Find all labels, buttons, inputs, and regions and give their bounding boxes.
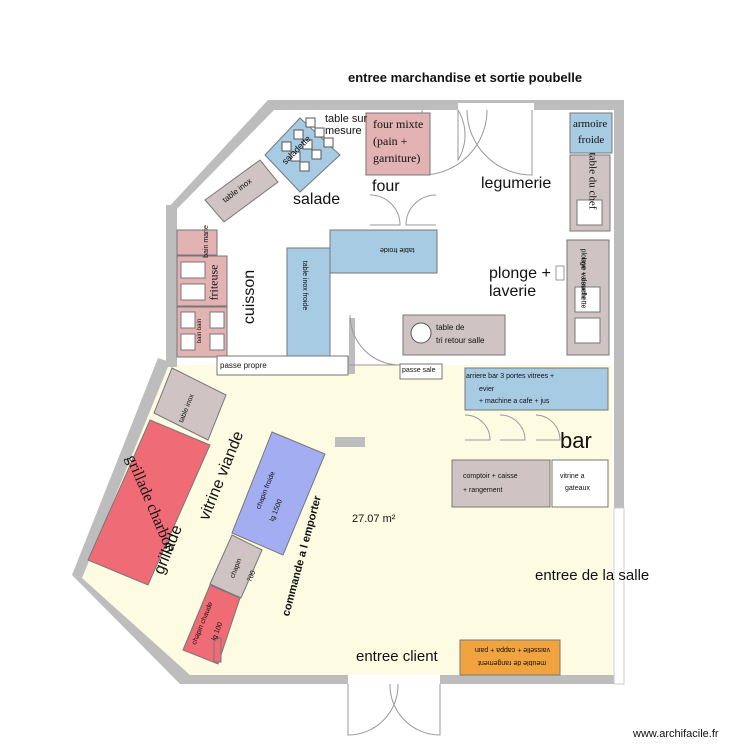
four-mixte bbox=[365, 112, 431, 176]
room-salade: salade bbox=[293, 191, 341, 208]
comptoir bbox=[451, 459, 551, 508]
label-vitrine-gateaux-2: gateaux bbox=[565, 485, 590, 492]
room-laverie: laverie bbox=[489, 283, 537, 300]
label-four-mixte-3: garniture) bbox=[373, 151, 421, 165]
area-label: 27.07 m² bbox=[352, 513, 396, 525]
room-legumerie: legumerie bbox=[481, 175, 552, 192]
label-meuble-2: vaisselle + cappa + pain bbox=[475, 646, 551, 653]
label-arriere-bar-1: arriere bar 3 portes vitrees + bbox=[466, 373, 555, 380]
chapin-froide bbox=[231, 431, 326, 556]
plan-title: entree marchandise et sortie poubelle bbox=[348, 70, 583, 85]
passe-propre bbox=[216, 355, 349, 376]
label-bain-bain: bain bain bbox=[197, 318, 204, 344]
label-table-froide: table froide bbox=[380, 246, 415, 253]
furniture bbox=[87, 112, 613, 676]
armoire-froide bbox=[569, 112, 613, 154]
room-bar: bar bbox=[560, 428, 592, 453]
label-four-mixte-2: (pain + bbox=[373, 134, 408, 148]
bain-marie bbox=[176, 229, 218, 256]
label-arriere-bar-3: + machine a cafe + jus bbox=[479, 398, 550, 405]
watermark: www.archifacile.fr bbox=[633, 728, 719, 740]
label-friteuse: friteuse bbox=[206, 264, 221, 301]
label-passe-propre: passe propre bbox=[220, 361, 267, 370]
table-inox-froide bbox=[286, 247, 331, 357]
room-four: four bbox=[372, 178, 400, 195]
label-table-sur-mesure: table sur mesure bbox=[325, 113, 368, 137]
label-table-inox-froide: table inox froide bbox=[301, 260, 309, 311]
label-armoire-2: froide bbox=[578, 134, 605, 146]
chapin-700 bbox=[209, 534, 263, 599]
meuble-rangement bbox=[459, 639, 561, 676]
passe-sale bbox=[399, 363, 443, 380]
label-plonge-box-2: lave vaisselle bbox=[579, 257, 587, 300]
label-passe-sale: passe sale bbox=[402, 367, 436, 374]
label-bain-marie: bain marie bbox=[202, 225, 210, 258]
label-comptoir-1: comptoir + caisse bbox=[463, 473, 518, 480]
label-table-chef: table du chef bbox=[586, 152, 599, 210]
room-entree-salle: entree de la salle bbox=[535, 567, 650, 584]
label-vitrine-gateaux-1: vitrine a bbox=[560, 473, 585, 480]
walls bbox=[72, 100, 625, 685]
label-tri-2: tri retour salle bbox=[436, 336, 485, 345]
arriere-bar bbox=[464, 367, 609, 411]
saladette bbox=[264, 117, 341, 193]
label-four-mixte-1: four mixte bbox=[373, 117, 424, 131]
room-entree-client: entree client bbox=[356, 648, 438, 665]
grillade-charbon bbox=[87, 419, 211, 586]
chapin-chaude bbox=[182, 584, 241, 665]
table-inox-2 bbox=[153, 367, 227, 441]
label-arriere-bar-2: evier bbox=[479, 386, 495, 393]
label-comptoir-2: + rangement bbox=[463, 487, 503, 494]
vitrine-gateaux bbox=[551, 459, 609, 508]
doors bbox=[347, 109, 565, 736]
label-armoire-1: armoire bbox=[573, 118, 608, 130]
room-cuisson: cuisson bbox=[241, 269, 259, 325]
label-meuble-1: meuble de rangement bbox=[478, 659, 547, 666]
room-plonge: plonge + bbox=[489, 265, 551, 282]
label-tri-1: table de bbox=[436, 323, 465, 332]
table-inox-diag bbox=[204, 159, 279, 223]
